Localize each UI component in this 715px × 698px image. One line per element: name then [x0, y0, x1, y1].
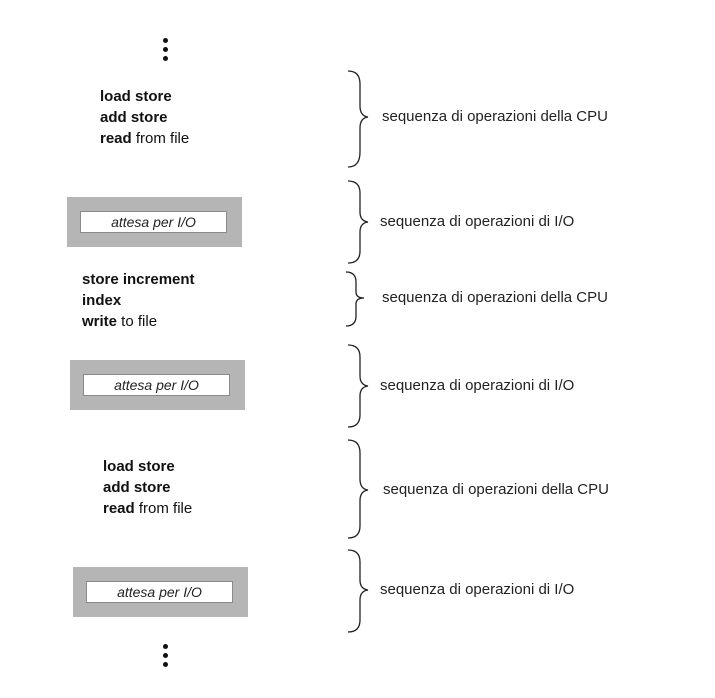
label-io-burst-2: sequenza di operazioni di I/O — [380, 377, 575, 394]
io-wait-box-3: attesa per I/O — [73, 567, 248, 617]
bottom-ellipsis — [163, 644, 168, 667]
cpu-burst-2-line-3-bold: write — [82, 313, 118, 330]
ellipsis-dot — [163, 653, 168, 658]
label-cpu-burst-2: sequenza di operazioni della CPU — [382, 289, 608, 306]
cpu-burst-1: load store add store read from file — [100, 86, 189, 149]
cpu-burst-3: load store add store read from file — [103, 456, 192, 519]
io-wait-box-2: attesa per I/O — [70, 360, 245, 410]
io-wait-box-1: attesa per I/O — [67, 197, 242, 247]
top-ellipsis — [163, 38, 168, 61]
brace-cpu-3 — [347, 439, 369, 539]
label-io-burst-3: sequenza di operazioni di I/O — [380, 581, 575, 598]
label-io-burst-1: sequenza di operazioni di I/O — [380, 213, 575, 230]
ellipsis-dot — [163, 38, 168, 43]
io-wait-label-2: attesa per I/O — [83, 374, 230, 396]
brace-cpu-2 — [345, 271, 365, 327]
cpu-burst-3-line-3-rest: from file — [134, 500, 193, 517]
cpu-burst-2-line-1: store increment — [82, 271, 195, 288]
brace-io-1 — [347, 180, 369, 264]
ellipsis-dot — [163, 644, 168, 649]
label-cpu-burst-1: sequenza di operazioni della CPU — [382, 108, 608, 125]
cpu-burst-2-line-3-rest: to file — [117, 313, 158, 330]
cpu-burst-1-line-1: load store — [100, 88, 172, 105]
cpu-burst-1-line-2: add store — [100, 109, 168, 126]
ellipsis-dot — [163, 47, 168, 52]
io-wait-label-1: attesa per I/O — [80, 211, 227, 233]
cpu-burst-2-line-2: index — [82, 292, 122, 309]
brace-cpu-1 — [347, 70, 369, 168]
cpu-burst-3-line-1: load store — [103, 458, 175, 475]
cpu-burst-3-line-2: add store — [103, 479, 171, 496]
label-cpu-burst-3: sequenza di operazioni della CPU — [383, 481, 609, 498]
brace-io-2 — [347, 344, 369, 428]
cpu-burst-3-line-3-bold: read — [103, 500, 135, 517]
io-wait-label-3: attesa per I/O — [86, 581, 233, 603]
brace-io-3 — [347, 549, 369, 633]
cpu-burst-1-line-3-bold: read — [100, 130, 132, 147]
cpu-burst-2: store increment index write to file — [82, 269, 195, 332]
cpu-burst-1-line-3-rest: from file — [131, 130, 190, 147]
ellipsis-dot — [163, 662, 168, 667]
ellipsis-dot — [163, 56, 168, 61]
